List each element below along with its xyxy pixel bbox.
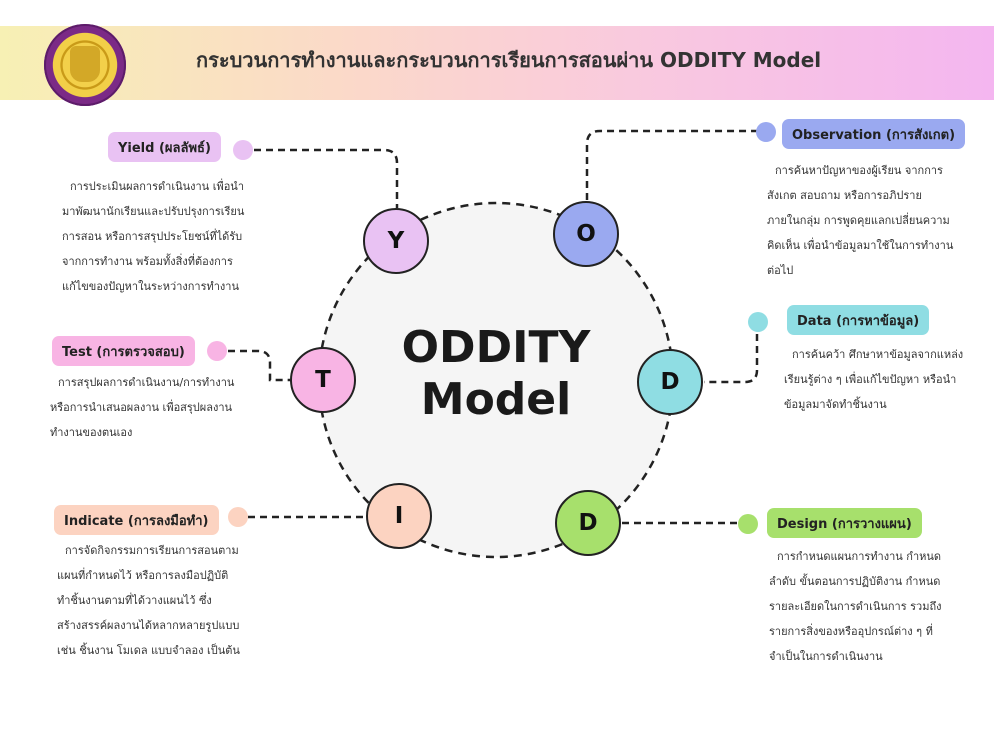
desc-line: ทำชิ้นงานตามที่ได้วางแผนไว้ ซึ่ง <box>57 594 212 607</box>
label-observation: Observation (การสังเกต) <box>782 119 966 149</box>
desc-line: การสรุปผลการดำเนินงาน/การทำงาน <box>58 376 235 389</box>
core-title: ODDITY Model <box>336 322 656 426</box>
label-yield: Yield (ผลลัพธ์) <box>108 132 221 162</box>
desc-line: หรือการนำเสนอผลงาน เพื่อสรุปผลงาน <box>50 401 233 414</box>
desc-line: รายละเอียดในการดำเนินการ รวมถึง <box>769 600 942 613</box>
desc-line: จำเป็นในการดำเนินงาน <box>769 650 883 663</box>
desc-yield: การประเมินผลการดำเนินงาน เพื่อนำ มาพัฒนา… <box>62 174 244 299</box>
header-banner <box>0 26 994 100</box>
desc-line: คิดเห็น เพื่อนำข้อมูลมาใช้ในการทำงาน <box>767 239 954 252</box>
desc-line: ต่อไป <box>767 264 794 277</box>
label-data: Data (การหาข้อมูล) <box>787 305 930 335</box>
desc-line: การประเมินผลการดำเนินงาน เพื่อนำ <box>70 180 245 193</box>
desc-line: แผนที่กำหนดไว้ หรือการลงมือปฏิบัติ <box>57 569 229 582</box>
dot-indicate <box>228 507 248 527</box>
node-design: D <box>555 490 621 556</box>
desc-test: การสรุปผลการดำเนินงาน/การทำงาน หรือการนำ… <box>50 370 234 445</box>
desc-line: รายการสิ่งของหรืออุปกรณ์ต่าง ๆ ที่ <box>769 625 933 638</box>
desc-line: มาพัฒนานักเรียนและปรับปรุงการเรียน <box>62 205 245 218</box>
desc-observation: การค้นหาปัญหาของผู้เรียน จากการ สังเกต ส… <box>767 158 953 283</box>
node-yield: Y <box>363 208 429 274</box>
desc-line: ภายในกลุ่ม การพูดคุยแลกเปลี่ยนความ <box>767 214 950 227</box>
connector-test <box>228 349 290 382</box>
desc-line: ลำดับ ขั้นตอนการปฏิบัติงาน กำหนด <box>769 575 941 588</box>
node-observation: O <box>553 201 619 267</box>
dot-observation <box>756 122 776 142</box>
desc-line: ข้อมูลมาจัดทำชิ้นงาน <box>784 398 887 411</box>
node-data: D <box>637 349 703 415</box>
desc-data: การค้นคว้า ศึกษาหาข้อมูลจากแหล่ง เรียนรู… <box>784 342 963 417</box>
desc-line: การค้นคว้า ศึกษาหาข้อมูลจากแหล่ง <box>792 348 964 361</box>
school-logo <box>44 24 126 106</box>
dot-data <box>748 312 768 332</box>
dot-design <box>738 514 758 534</box>
desc-indicate: การจัดกิจกรรมการเรียนการสอนตาม แผนที่กำห… <box>57 538 240 663</box>
desc-line: สังเกต สอบถาม หรือการอภิปราย <box>767 189 922 202</box>
label-design: Design (การวางแผน) <box>767 508 922 538</box>
label-test: Test (การตรวจสอบ) <box>52 336 195 366</box>
desc-line: เช่น ชิ้นงาน โมเดล แบบจำลอง เป็นต้น <box>57 644 240 657</box>
desc-line: สร้างสรรค์ผลงานได้หลากหลายรูปแบบ <box>57 619 240 632</box>
connector-data <box>704 322 759 384</box>
desc-line: แก้ไขของปัญหาในระหว่างการทำงาน <box>62 280 240 293</box>
desc-line: การกำหนดแผนการทำงาน กำหนด <box>777 550 942 563</box>
desc-line: การจัดกิจกรรมการเรียนการสอนตาม <box>65 544 239 557</box>
dot-yield <box>233 140 253 160</box>
desc-design: การกำหนดแผนการทำงาน กำหนด ลำดับ ขั้นตอนก… <box>769 544 942 669</box>
desc-line: การค้นหาปัญหาของผู้เรียน จากการ <box>775 164 943 177</box>
desc-line: จากการทำงาน พร้อมทั้งสิ่งที่ต้องการ <box>62 255 233 268</box>
core-title-line1: ODDITY <box>401 322 591 373</box>
connector-yield <box>254 148 399 208</box>
core-title-line2: Model <box>420 374 572 425</box>
node-test: T <box>290 347 356 413</box>
dot-test <box>207 341 227 361</box>
label-indicate: Indicate (การลงมือทำ) <box>54 505 219 535</box>
connector-observation <box>585 129 758 200</box>
desc-line: การสอน หรือการสรุปประโยชน์ที่ได้รับ <box>62 230 243 243</box>
desc-line: เรียนรู้ต่าง ๆ เพื่อแก้ไขปัญหา หรือนำ <box>784 373 957 386</box>
node-indicate: I <box>366 483 432 549</box>
page-title: กระบวนการทำงานและกระบวนการเรียนการสอนผ่า… <box>196 48 822 72</box>
desc-line: ทำงานของตนเอง <box>50 426 133 439</box>
